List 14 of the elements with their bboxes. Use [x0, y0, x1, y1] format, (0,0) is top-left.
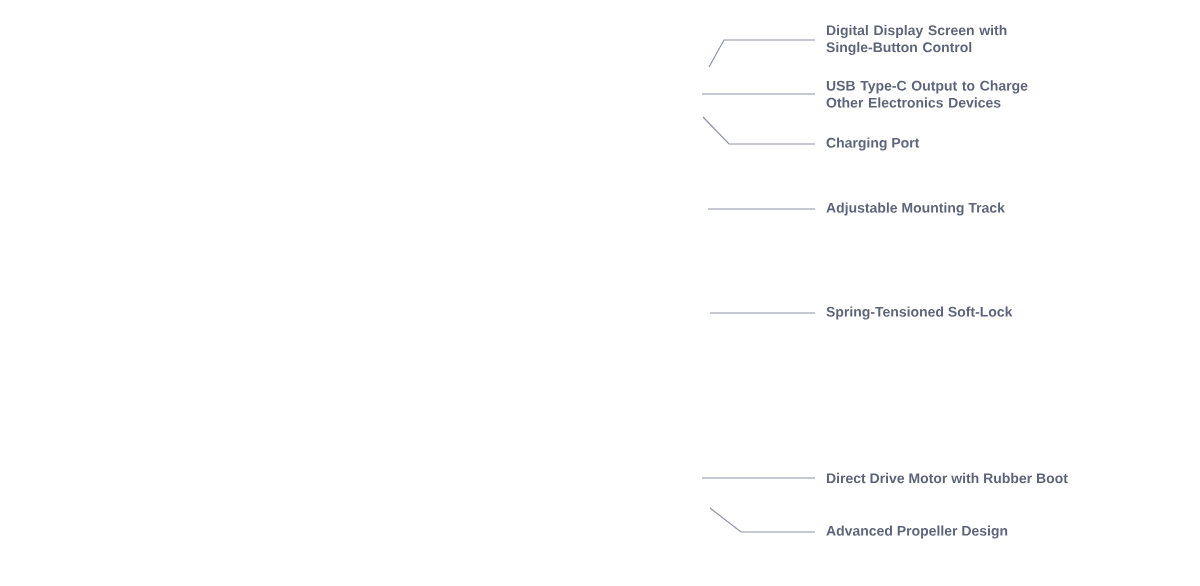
callout-label: Adjustable Mounting Track [826, 202, 1005, 216]
leader-line [709, 312, 816, 314]
leader-line [709, 507, 816, 533]
callout-label: Advanced Propeller Design [826, 525, 1008, 539]
leader-line [702, 116, 816, 145]
callout-label: Charging Port [826, 137, 920, 151]
callout-label: Spring-Tensioned Soft-Lock [826, 306, 1013, 320]
callout-label: Direct Drive Motor with Rubber Boot [826, 472, 1068, 484]
callout-label: Digital Display Screen with Single-Button Control [826, 24, 1007, 56]
callout-label: USB Type-C Output to Charge Other Electronics Devices [826, 80, 1028, 108]
leader-line [701, 477, 816, 479]
leader-line [707, 208, 816, 210]
leader-line [701, 93, 816, 95]
leader-line [708, 39, 816, 68]
